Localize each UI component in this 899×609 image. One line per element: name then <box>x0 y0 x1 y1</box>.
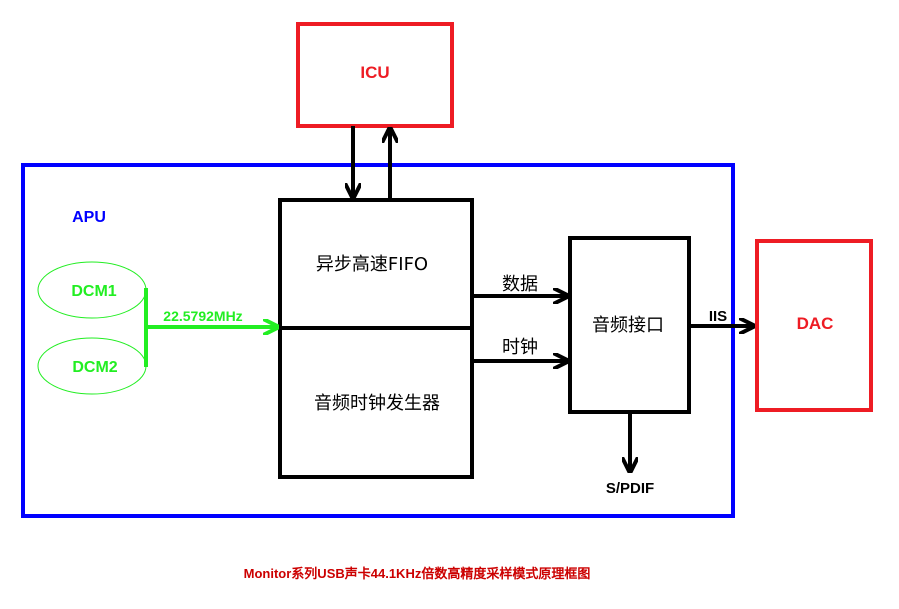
fifo-clock-block <box>278 198 474 479</box>
fifo-label: 异步高速FIFO <box>316 254 428 275</box>
audio-interface-label: 音频接口 <box>592 315 664 336</box>
dac-block <box>755 239 873 412</box>
diagram-caption: Monitor系列USB声卡44.1KHz倍数高精度采样模式原理框图 <box>244 566 591 581</box>
iis-label: IIS <box>709 308 727 325</box>
spdif-label: S/PDIF <box>606 480 654 497</box>
icu-label: ICU <box>360 63 389 82</box>
dcm2-label: DCM2 <box>72 359 117 376</box>
apu-label: APU <box>72 209 106 226</box>
apu-block <box>21 163 735 518</box>
clock-gen-label: 音频时钟发生器 <box>314 393 440 414</box>
icu-block <box>296 22 454 128</box>
dcm1-label: DCM1 <box>71 283 116 300</box>
clock-label: 时钟 <box>502 337 538 358</box>
dac-label: DAC <box>797 314 834 333</box>
frequency-label: 22.5792MHz <box>163 308 242 324</box>
data-label: 数据 <box>502 274 538 295</box>
